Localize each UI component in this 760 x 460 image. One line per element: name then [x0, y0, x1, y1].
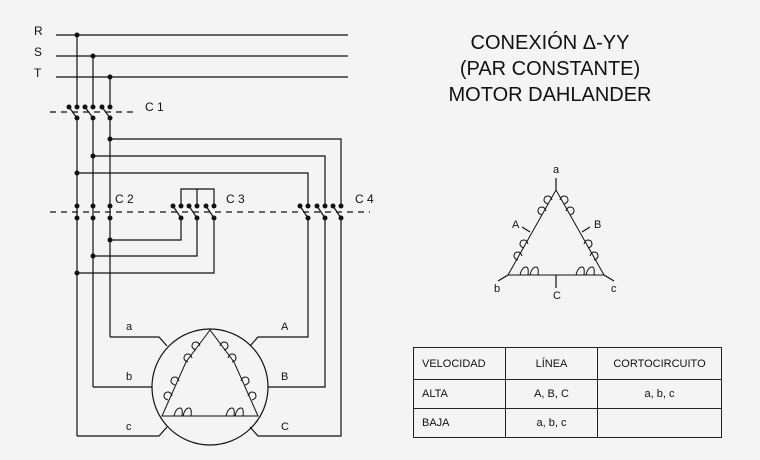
- title-line-3: MOTOR DAHLANDER: [448, 84, 652, 106]
- label-r: R: [34, 24, 43, 38]
- label-s: S: [34, 45, 43, 59]
- header-cortocircuito: CORTOCIRCUITO: [597, 347, 722, 380]
- table-header-row: VELOCIDAD LÍNEA CORTOCIRCUITO: [413, 347, 722, 380]
- terminal-c: c: [126, 421, 132, 433]
- terminal-B: B: [281, 371, 289, 383]
- terminal-C: C: [281, 421, 289, 433]
- cell-cortocircuito: [597, 408, 722, 438]
- cell-velocidad: BAJA: [413, 408, 506, 438]
- terminal-A: A: [281, 321, 289, 333]
- header-linea: LÍNEA: [505, 347, 598, 380]
- winding-A: A: [512, 219, 520, 231]
- label-c2: C 2: [115, 192, 134, 206]
- title-line-2: (PAR CONSTANTE): [459, 58, 641, 80]
- terminal-b: b: [126, 371, 133, 383]
- winding-B: B: [594, 219, 602, 231]
- winding-a: a: [553, 164, 560, 176]
- label-t: T: [34, 66, 42, 80]
- cell-velocidad: ALTA: [413, 379, 506, 409]
- label-c1: C 1: [145, 100, 164, 114]
- diagram-title: CONEXIÓN Δ-YY (PAR CONSTANTE) MOTOR DAHL…: [420, 30, 680, 108]
- label-c3: C 3: [226, 192, 245, 206]
- winding-c: c: [611, 283, 617, 295]
- header-velocidad: VELOCIDAD: [413, 347, 506, 380]
- label-c4: C 4: [355, 192, 374, 206]
- terminal-a: a: [126, 321, 133, 333]
- table-row: ALTA A, B, C a, b, c: [413, 379, 722, 409]
- winding-b: b: [494, 283, 501, 295]
- table-row: BAJA a, b, c: [413, 408, 722, 438]
- title-line-1: CONEXIÓN Δ-YY: [470, 32, 630, 54]
- speed-connection-table: VELOCIDAD LÍNEA CORTOCIRCUITO ALTA A, B,…: [413, 347, 722, 438]
- cell-cortocircuito: a, b, c: [597, 379, 722, 409]
- winding-C: C: [553, 290, 561, 302]
- cell-linea: a, b, c: [505, 408, 598, 438]
- cell-linea: A, B, C: [505, 379, 598, 409]
